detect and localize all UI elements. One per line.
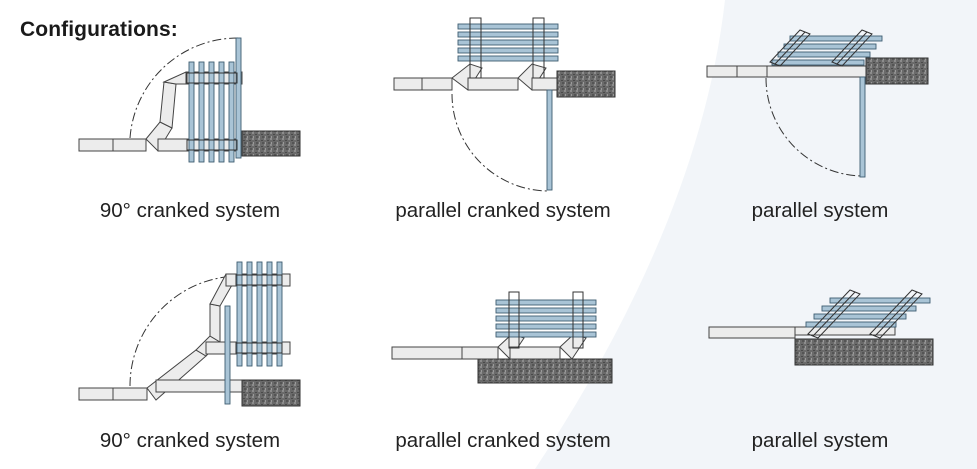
caption-parallel-top: parallel system [751, 199, 889, 222]
caption-parallel-bottom: parallel system [751, 429, 889, 452]
page-heading: Configurations: [20, 18, 178, 41]
caption-90-cranked-top: 90° cranked system [99, 199, 281, 222]
diagram-parallel-top [706, 29, 929, 178]
caption-parallel-cranked-bottom: parallel cranked system [395, 429, 611, 452]
diagram-parallel-bottom [708, 289, 934, 366]
diagram-90-cranked-top [78, 37, 301, 163]
caption-90-cranked-bottom: 90° cranked system [99, 429, 281, 452]
diagram-90-cranked-bottom [78, 261, 301, 407]
diagram-parallel-cranked-bottom [391, 291, 613, 384]
diagram-parallel-cranked-top [393, 17, 616, 192]
caption-parallel-cranked-top: parallel cranked system [395, 199, 611, 222]
